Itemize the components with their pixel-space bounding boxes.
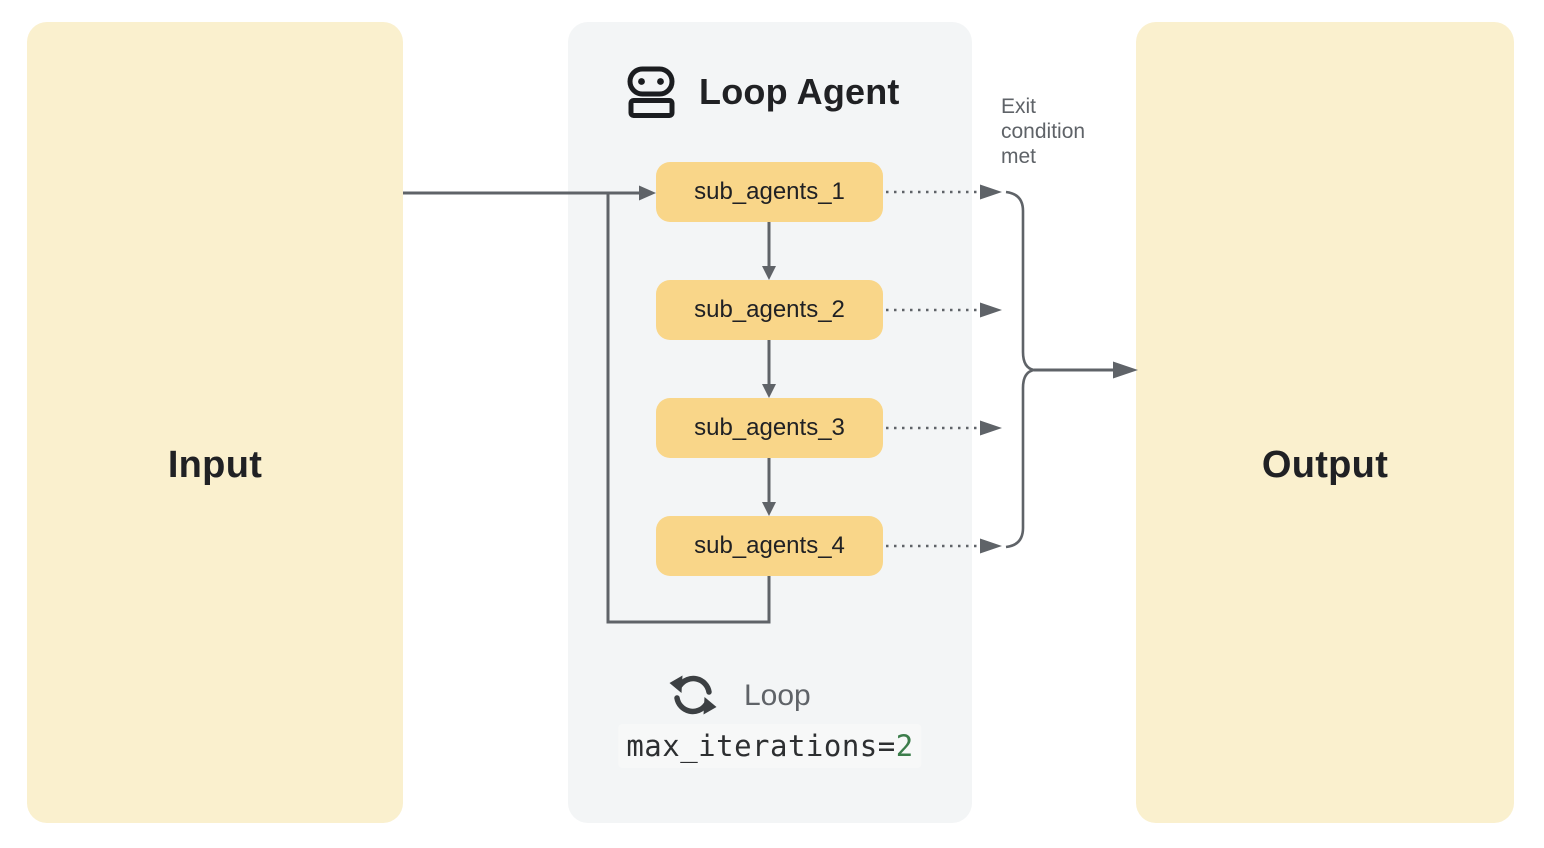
loop-agent-header: Loop Agent	[627, 66, 900, 118]
sub-agent-box-3: sub_agents_3	[656, 398, 883, 458]
merge-brace	[1005, 190, 1035, 549]
arrowhead	[980, 420, 1002, 436]
arrowhead	[1113, 361, 1138, 379]
output-panel: Output	[1136, 22, 1514, 823]
arrowhead	[980, 538, 1002, 554]
robot-icon	[627, 66, 675, 118]
arrowhead	[980, 302, 1002, 318]
loop-agent-title: Loop Agent	[699, 71, 900, 112]
code-value: 2	[895, 729, 914, 763]
input-panel: Input	[27, 22, 403, 823]
sub-agent-box-1: sub_agents_1	[656, 162, 883, 222]
max-iterations-code: max_iterations=2	[618, 724, 922, 768]
sub-agent-box-2: sub_agents_2	[656, 280, 883, 340]
loop-label: Loop	[744, 679, 811, 712]
input-label: Input	[167, 444, 263, 486]
loop-row: Loop	[668, 672, 811, 720]
exit-condition-label: Exit condition met	[1001, 95, 1086, 168]
code-prefix: max_iterations=	[626, 729, 896, 763]
output-label: Output	[1261, 444, 1389, 486]
arrowhead	[980, 184, 1002, 200]
loop-refresh-icon	[668, 672, 718, 720]
sub-agent-box-4: sub_agents_4	[656, 516, 883, 576]
